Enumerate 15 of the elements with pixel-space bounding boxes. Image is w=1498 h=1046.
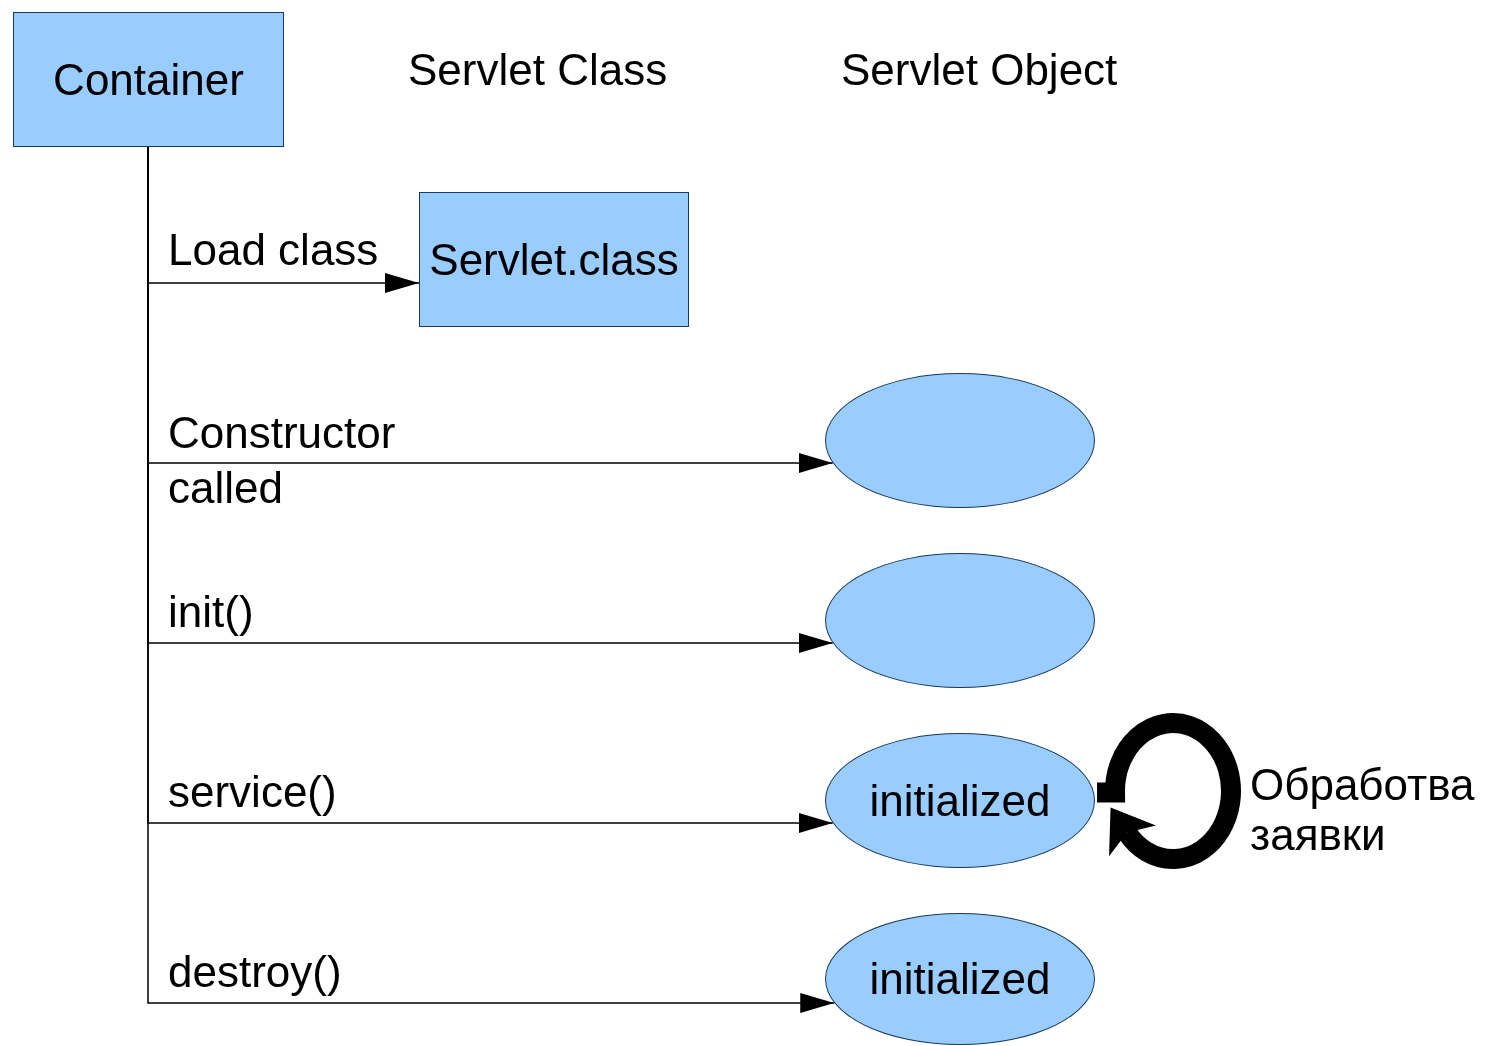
edge-label: init() bbox=[168, 586, 255, 638]
edge-label: service() bbox=[168, 766, 338, 818]
edge-label: Обработва заявки bbox=[1250, 760, 1476, 860]
loop-arrow bbox=[1097, 713, 1241, 869]
node-label: Servlet.class bbox=[429, 234, 679, 285]
node-label: Container bbox=[53, 54, 244, 105]
class-box bbox=[13, 12, 284, 147]
column-heading: Servlet Class bbox=[408, 44, 668, 96]
edge-label: destroy() bbox=[168, 946, 343, 998]
node-label: initialized bbox=[869, 775, 1051, 826]
edge-label: Constructor called bbox=[168, 407, 397, 514]
edge-label: Load class bbox=[168, 224, 380, 276]
class-box bbox=[419, 192, 689, 327]
node-label: initialized bbox=[869, 954, 1051, 1004]
column-heading: Servlet Object bbox=[841, 44, 1118, 96]
